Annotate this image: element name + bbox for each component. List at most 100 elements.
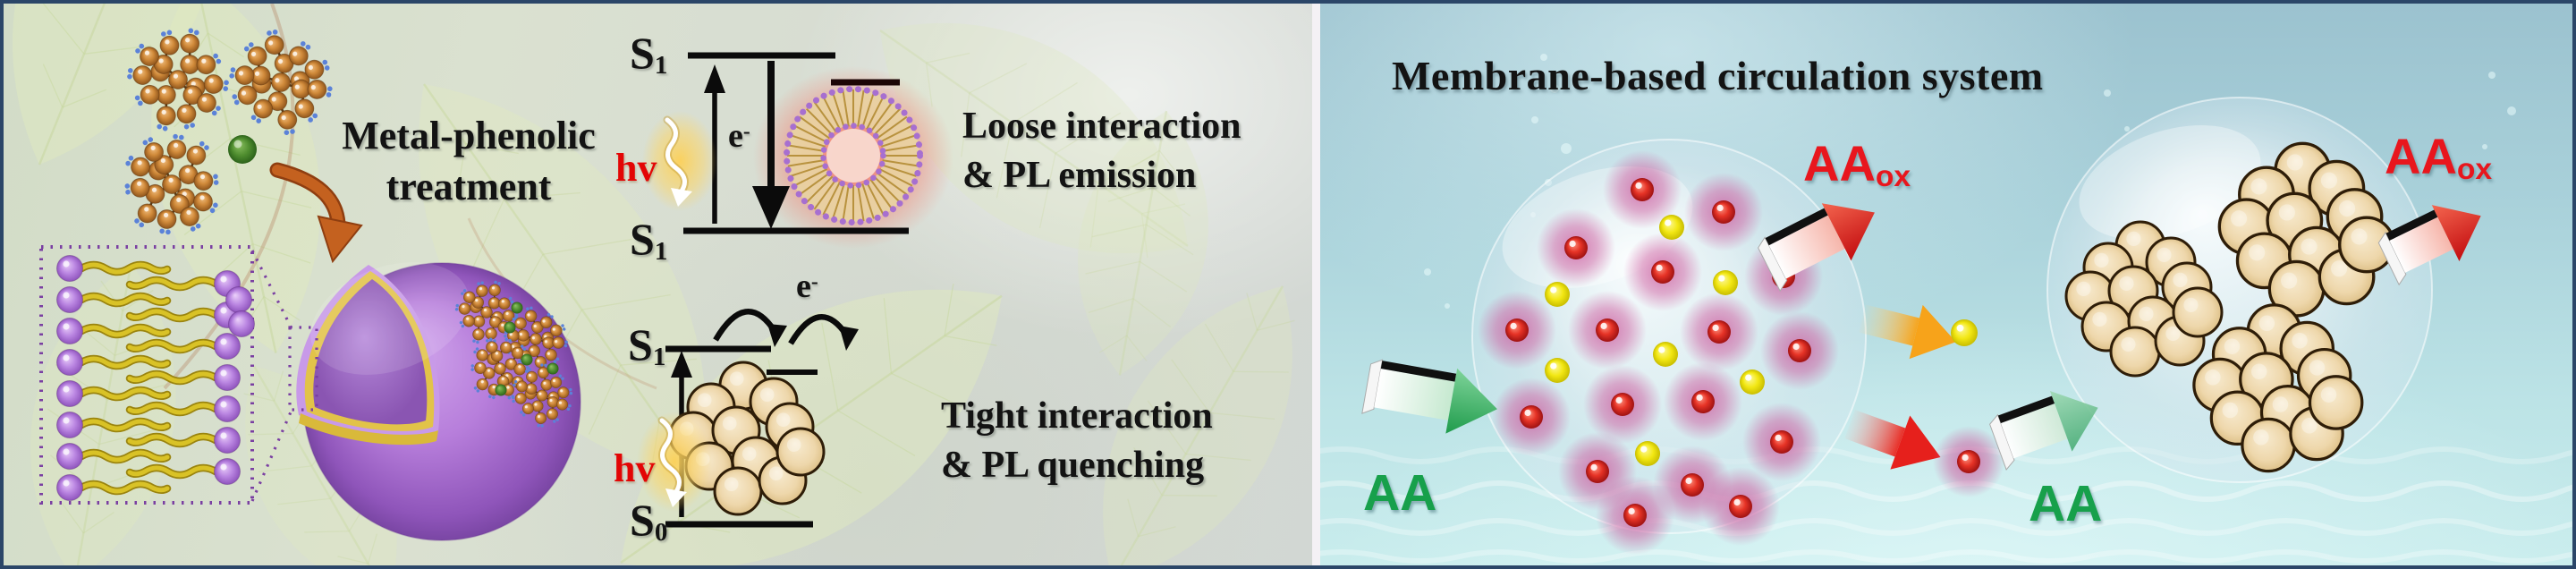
catalytic-red-particle — [1664, 362, 1742, 441]
catalytic-red-particle — [1684, 173, 1763, 251]
lipid-molecule — [56, 443, 172, 470]
substrate-yellow-particle — [1635, 441, 1660, 466]
electron-charge: - — [810, 270, 818, 294]
state-subscript: 1 — [654, 236, 668, 266]
substrate-yellow-particle — [1545, 358, 1570, 383]
state-subscript: 0 — [654, 517, 668, 547]
loose-electron-label: e- — [728, 116, 750, 156]
state-symbol: S — [630, 214, 655, 264]
lipid-molecule — [125, 333, 241, 360]
treatment-label-line1: Metal-phenolic — [342, 114, 596, 157]
surface-gold-cluster — [454, 280, 519, 344]
catalytic-red-particle — [1701, 467, 1780, 546]
loose-caption: Loose interaction & PL emission — [962, 102, 1241, 200]
red-3d-arrow-icon — [1758, 203, 1875, 293]
tight-excited-state-label: S1 — [628, 318, 665, 372]
loose-ground-state-label: S1 — [630, 213, 667, 267]
aa-ox-efflux-label-1: AAox — [1803, 134, 1911, 194]
catalytic-red-particle — [1680, 293, 1758, 371]
treatment-label-line2: treatment — [386, 165, 552, 209]
membrane-sphere-loaded — [1471, 139, 1867, 555]
loose-photon-squiggle-icon — [642, 111, 717, 211]
liposome-vesicle-icon — [784, 86, 923, 225]
state-symbol: S — [630, 28, 655, 78]
gold-nanocluster-molecule — [127, 28, 229, 132]
surface-gold-cluster — [470, 337, 530, 400]
state-subscript: 1 — [652, 342, 666, 371]
tight-caption-line2: & PL quenching — [941, 444, 1205, 486]
lipid-bilayer — [56, 255, 255, 501]
tight-caption-line1: Tight interaction — [941, 395, 1213, 437]
encapsulated-nanocluster-aggregate — [2192, 303, 2364, 473]
red-flat-arrow-icon — [1844, 410, 1941, 470]
lipid-molecule — [125, 364, 241, 391]
lipid-molecule — [56, 412, 172, 438]
circulation-panel — [1320, 4, 2572, 565]
circulation-title: Membrane-based circulation system — [1392, 53, 2044, 98]
loose-caption-line1: Loose interaction — [962, 106, 1241, 147]
catalytic-red-particle — [1537, 208, 1615, 287]
substrate-yellow-particle — [1740, 369, 1765, 395]
catalytic-red-particle — [1760, 311, 1839, 390]
panel-divider — [1312, 4, 1320, 565]
gold-nanocluster-molecule — [124, 133, 219, 235]
loose-interaction-diagram — [642, 52, 953, 249]
encapsulated-nanocluster-aggregate — [2064, 220, 2224, 378]
lipid-molecule — [125, 427, 241, 454]
state-symbol: S — [628, 319, 653, 369]
catalytic-red-particle — [1742, 403, 1821, 481]
catalytic-red-particle — [1568, 291, 1647, 369]
encapsulated-nanocluster-aggregate — [2217, 141, 2395, 318]
loose-caption-line2: & PL emission — [962, 154, 1197, 196]
aa-ox-efflux-label-2: AAox — [2385, 127, 2492, 187]
electron-symbol: e — [796, 268, 811, 305]
membrane-sphere-regenerated — [2046, 97, 2433, 483]
gold-nanocluster-molecule — [229, 30, 333, 135]
catalytic-red-particle — [1583, 365, 1662, 444]
aaox-subscript: ox — [2456, 153, 2493, 187]
state-subscript: 1 — [654, 50, 668, 80]
quenching-nanocluster-aggregate — [668, 361, 826, 516]
synthesis-panel — [4, 4, 1312, 565]
surface-gold-cluster — [511, 363, 573, 428]
catalytic-red-particle — [1492, 378, 1571, 456]
substrate-yellow-particle — [1659, 215, 1684, 240]
phenolic-green-dot — [228, 135, 257, 164]
free-gold-nanocluster-molecules — [124, 28, 333, 235]
tight-ground-state-label: S0 — [630, 494, 667, 548]
catalytic-red-particle — [1596, 476, 1674, 555]
electron-symbol: e — [728, 117, 743, 155]
catalytic-red-particle — [1623, 233, 1702, 311]
aa-influx-label-1: AA — [1363, 464, 1437, 522]
lipid-molecule — [56, 286, 172, 313]
aaox-subscript: ox — [1875, 160, 1911, 194]
hop-arrow-icon — [713, 309, 777, 342]
catalytic-red-particle — [1933, 426, 2004, 497]
electron-charge: - — [742, 120, 750, 144]
tight-photon-squiggle-icon — [637, 412, 712, 512]
tight-electron-label: e- — [796, 267, 818, 306]
substrate-yellow-particle — [1713, 270, 1738, 295]
green-3d-arrow-icon — [1361, 359, 1497, 434]
state-symbol: S — [630, 495, 655, 545]
aaox-base: AA — [2385, 128, 2457, 184]
lipid-molecule — [125, 458, 241, 485]
lipid-molecule — [56, 255, 172, 282]
substrate-yellow-particle — [1951, 319, 1978, 346]
aaox-base: AA — [1803, 135, 1876, 191]
lipid-molecule — [56, 474, 172, 501]
circulation-artwork — [1320, 54, 2572, 564]
lipid-molecule — [56, 380, 172, 407]
synthesis-artwork — [13, 4, 1295, 565]
tight-interaction-diagram — [637, 309, 859, 528]
treatment-curved-arrow-icon — [269, 162, 363, 264]
red-3d-arrow-icon — [2377, 205, 2481, 286]
catalytic-red-particle — [1478, 291, 1556, 369]
tight-caption: Tight interaction & PL quenching — [941, 392, 1213, 489]
loose-photon-label: hv — [615, 146, 657, 190]
aa-influx-label-2: AA — [2029, 475, 2103, 532]
tight-photon-label: hv — [614, 446, 656, 490]
metal-phenolic-coated-vesicle — [288, 262, 581, 541]
lipid-molecule — [56, 349, 172, 376]
